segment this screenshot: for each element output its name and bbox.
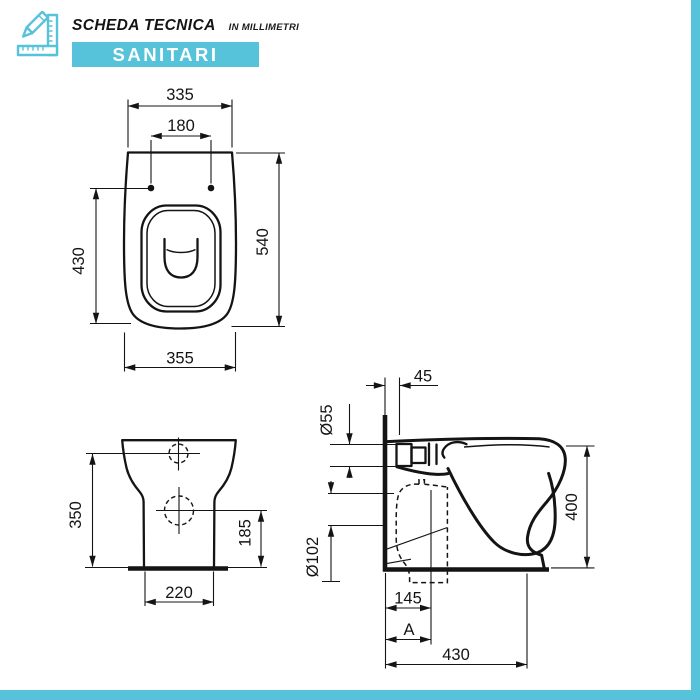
page-title: SCHEDA TECNICA [72, 17, 216, 34]
dim-outlet-145: 145 [394, 590, 422, 608]
pan-top-outline [122, 151, 238, 330]
header-text: SCHEDA TECNICA IN MILLIMETRI SANITARI [72, 17, 299, 67]
seat-ring-inner [146, 209, 216, 308]
rim-transition [395, 465, 450, 476]
extension-lines [90, 99, 285, 372]
dim-inlet-diameter-55: Ø55 [318, 404, 336, 435]
accent-border-bottom [0, 690, 700, 700]
dim-outlet-diameter-102: Ø102 [304, 537, 322, 577]
extension-lines [322, 377, 595, 669]
dim-width-355: 355 [166, 350, 194, 368]
outlet-crosshair [156, 487, 267, 534]
water-line [166, 248, 196, 254]
trap-u-outline [163, 237, 199, 279]
dim-depth-430: 430 [442, 646, 470, 664]
dim-depth-430: 430 [70, 247, 88, 275]
dim-wall-inlet-45: 45 [414, 368, 432, 386]
inlet-crosshair [86, 437, 200, 471]
fixing-hole-right [207, 184, 215, 192]
dim-base-220: 220 [165, 584, 193, 602]
bowl-interior [446, 467, 557, 557]
top-view: 335 180 430 540 355 [70, 86, 285, 372]
dim-top-width-335: 335 [166, 86, 194, 104]
category-badge: SANITARI [72, 42, 259, 67]
dim-height-400: 400 [563, 493, 581, 521]
dim-height-350: 350 [67, 501, 85, 529]
dim-holes-180: 180 [167, 117, 195, 135]
pan-side-outline [385, 436, 567, 571]
outlet-trap-dashed [395, 479, 449, 584]
outlet-hidden-lines [386, 527, 448, 565]
dim-height-185: 185 [237, 519, 255, 547]
page-subtitle: IN MILLIMETRI [228, 22, 300, 33]
water-line [463, 444, 550, 448]
inlet-spigot [395, 442, 438, 468]
front-view: 350 185 220 [67, 437, 267, 606]
pencil-ruler-icon [16, 11, 59, 57]
dim-depth-540: 540 [254, 228, 272, 256]
water-hook [441, 440, 468, 459]
side-view: 45 Ø55 Ø102 400 145 A 430 [304, 368, 595, 669]
extension-lines [85, 566, 267, 606]
fixing-hole-left [147, 184, 155, 192]
dim-variable-a: A [403, 621, 414, 639]
accent-border-right [691, 0, 700, 700]
header: SCHEDA TECNICA IN MILLIMETRI SANITARI [0, 0, 420, 80]
seat-ring-outer [140, 204, 222, 313]
